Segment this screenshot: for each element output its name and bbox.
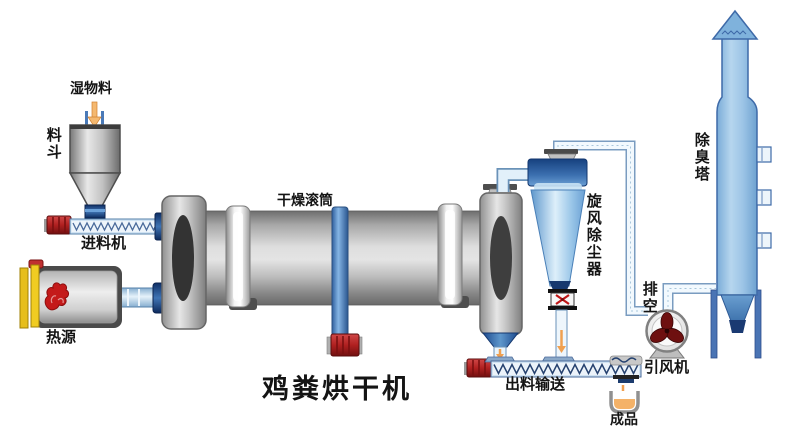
drum-end-opening <box>172 215 194 301</box>
cyclone-top-bar <box>544 149 578 154</box>
hopper-funnel <box>68 172 122 207</box>
inlet-tube <box>85 111 88 126</box>
label-heat-source: 热源 <box>46 328 77 346</box>
label-induced-draft-fan: 引风机 <box>644 358 690 376</box>
discharge-chute <box>618 379 634 383</box>
inlet-tube <box>101 111 104 126</box>
tower-exhaust-cap <box>711 9 759 40</box>
drying-drum-assembly <box>161 184 523 361</box>
tower-leg <box>710 289 718 359</box>
feed-arrow-icon <box>87 116 102 128</box>
valve-flange <box>548 306 577 310</box>
diagram-title: 鸡粪烘干机 <box>262 374 412 405</box>
heat-source-furnace <box>19 259 167 329</box>
flow-arrow-icon <box>557 346 566 353</box>
product-container <box>609 391 640 414</box>
tower-cone <box>720 294 755 322</box>
label-hopper: 料斗 <box>44 127 63 161</box>
tower-nozzle <box>756 232 772 249</box>
label-discharge-conveyor: 出料输送 <box>505 375 566 393</box>
label-finished-product: 成品 <box>610 412 638 428</box>
label-feeder: 进料机 <box>81 234 127 252</box>
tower-leg <box>754 289 762 359</box>
drum-end-opening <box>490 216 512 300</box>
hopper-assembly <box>68 101 122 219</box>
drum-drive-motor <box>330 333 360 357</box>
hopper-body <box>69 124 121 174</box>
tower-nozzle <box>756 146 772 163</box>
tower-outlet <box>729 320 746 333</box>
label-vent: 排空 <box>640 281 659 315</box>
tower-nozzle <box>756 189 772 206</box>
conveyor-screw <box>493 362 639 376</box>
cyclone-barrel <box>527 158 588 187</box>
induced-draft-fan-assembly <box>645 283 716 359</box>
discharge-conveyor <box>464 355 643 398</box>
product-material <box>614 399 635 409</box>
feeder-screw <box>72 221 158 232</box>
cyclone-cone <box>530 189 586 287</box>
burner-bar <box>19 267 29 329</box>
housing-funnel <box>481 332 520 348</box>
tower-nozzles <box>756 146 772 249</box>
cyclone-dust-collector <box>527 149 588 359</box>
label-cyclone: 旋风除尘器 <box>584 193 603 278</box>
flame-icon <box>44 282 69 311</box>
drum-support-column <box>331 206 349 338</box>
deodorizing-tower <box>710 9 772 359</box>
label-wet-material: 湿物料 <box>70 81 112 97</box>
burner-bar <box>30 264 40 328</box>
tower-body <box>716 36 758 296</box>
feed-arrow-icon <box>91 101 98 119</box>
conveyor-end-hood <box>609 355 643 366</box>
valve-flange <box>548 289 577 293</box>
label-drying-drum: 干燥滚筒 <box>277 193 333 209</box>
cyclone-tip <box>549 281 571 290</box>
label-deodorizing-tower: 除臭塔 <box>692 132 711 183</box>
conveyor-motor-cap <box>464 362 468 375</box>
cyclone-piping <box>496 140 648 316</box>
discharge-chute <box>613 375 639 379</box>
